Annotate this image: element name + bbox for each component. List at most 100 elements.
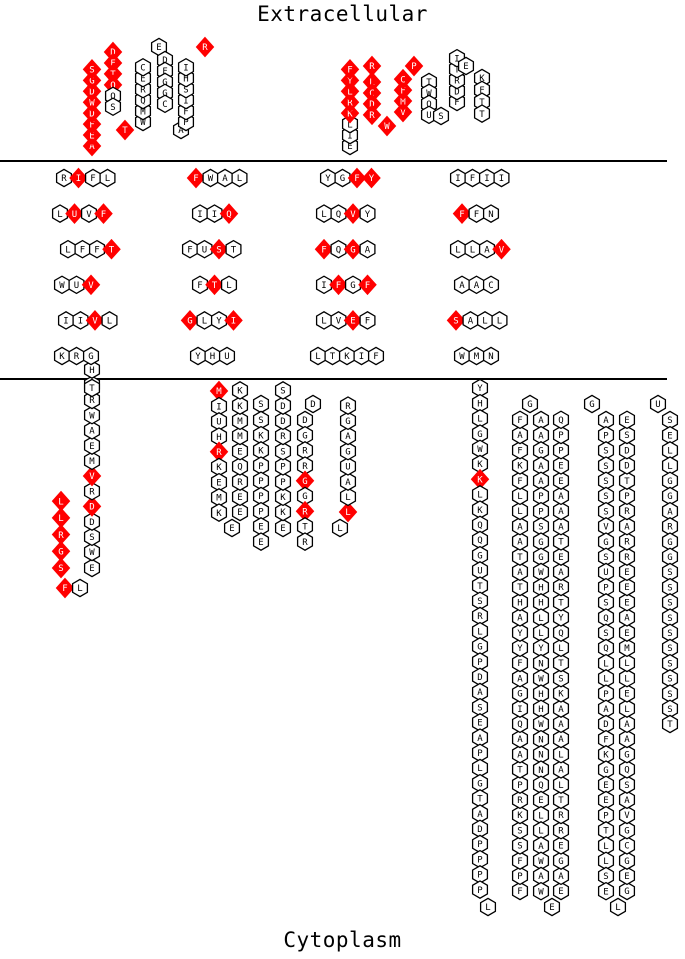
residue-c_terminus-39: S bbox=[511, 820, 529, 840]
residue-icl2-0-letter: M bbox=[216, 387, 222, 397]
residue-ecl2-25-letter: D bbox=[454, 87, 459, 97]
residue-c_terminus-64-letter: F bbox=[517, 446, 522, 456]
residue-c_terminus-29-letter: D bbox=[477, 825, 482, 835]
residue-icl2-7-letter: M bbox=[216, 494, 222, 504]
residue-c_terminus-207-letter: R bbox=[667, 523, 673, 533]
residue-tm3-15-letter: F bbox=[365, 281, 370, 291]
residue-tm2-9-letter: S bbox=[216, 245, 221, 255]
residue-ecl1-5-letter: D bbox=[89, 87, 94, 97]
residue-c_terminus-110: L bbox=[552, 744, 570, 764]
residue-c_terminus-95-letter: L bbox=[538, 827, 543, 837]
residue-ecl1-4-letter: W bbox=[89, 98, 95, 108]
residue-n_terminus-20-letter: H bbox=[89, 366, 94, 376]
residue-c_terminus-187: E bbox=[618, 577, 636, 597]
residue-c_terminus-61-letter: L bbox=[517, 492, 522, 502]
residue-tm2-13-letter: L bbox=[226, 281, 231, 291]
residue-ecl1-19-letter: E bbox=[140, 74, 145, 84]
residue-ecl2-4-letter: R bbox=[347, 98, 353, 108]
residue-ecl1-6-letter: G bbox=[89, 77, 94, 87]
residue-c_terminus-97-letter: W bbox=[538, 857, 544, 867]
residue-c_terminus-37: F bbox=[511, 851, 529, 870]
residue-c_terminus-118-letter: Q bbox=[558, 629, 563, 639]
residue-tm3-3: Y bbox=[362, 167, 381, 189]
residue-ecl2-0-letter: E bbox=[347, 142, 352, 152]
residue-tm3-7-letter: Y bbox=[365, 210, 371, 220]
residue-c_terminus-121: R bbox=[552, 577, 570, 597]
residue-c_terminus-103: G bbox=[552, 851, 570, 870]
residue-icl2-47-letter: T bbox=[302, 523, 308, 533]
residue-tm2-0-letter: F bbox=[193, 174, 198, 184]
residue-tm2-6-letter: Q bbox=[226, 210, 231, 220]
residue-c_terminus-180: E bbox=[618, 684, 636, 703]
residue-c_terminus-54: H bbox=[511, 592, 529, 612]
residue-n_terminus-1-letter: L bbox=[77, 584, 82, 594]
residue-icl2-1-letter: I bbox=[216, 402, 221, 412]
residue-c_terminus-90-letter: N bbox=[538, 751, 543, 761]
residue-c_terminus-89-letter: N bbox=[538, 735, 543, 745]
residue-tm4-1-letter: F bbox=[470, 174, 475, 184]
residue-tm1-0: K bbox=[53, 346, 71, 366]
residue-c_terminus-182: L bbox=[618, 653, 636, 673]
residue-c_terminus-213-letter: S bbox=[667, 614, 672, 624]
residue-c_terminus-218-letter: S bbox=[667, 690, 672, 700]
residue-ecl2-7-letter: F bbox=[347, 66, 352, 76]
residue-c_terminus-56-letter: A bbox=[517, 568, 523, 578]
residue-n_terminus-14-letter: M bbox=[89, 457, 95, 467]
residue-tm3-5: Q bbox=[330, 204, 347, 223]
residue-ecl1-20: C bbox=[134, 57, 152, 77]
residue-c_terminus-27-letter: T bbox=[477, 795, 483, 805]
residue-c_terminus-117: L bbox=[552, 638, 570, 658]
residue-c_terminus-137-letter: S bbox=[603, 462, 608, 472]
residue-c_terminus-71-letter: A bbox=[538, 462, 544, 472]
residue-c_terminus-204-letter: G bbox=[667, 477, 672, 487]
residue-c_terminus-152-letter: P bbox=[603, 690, 609, 700]
residue-icl2-34: S bbox=[274, 441, 292, 461]
residue-ecl2-15-letter: M bbox=[400, 97, 406, 107]
residue-c_terminus-183-letter: M bbox=[624, 644, 630, 654]
residue-tm3-19-letter: F bbox=[365, 317, 370, 327]
residue-n_terminus-13-letter: V bbox=[89, 472, 95, 482]
residue-ecl1-24-letter: G bbox=[162, 78, 167, 88]
residue-c_terminus-199: U bbox=[649, 394, 667, 414]
residue-tm3-21: T bbox=[324, 346, 341, 366]
residue-tm3-18-letter: E bbox=[350, 317, 355, 327]
residue-c_terminus-34: L bbox=[479, 897, 497, 917]
residue-n_terminus-8-letter: W bbox=[89, 548, 95, 558]
residue-icl2-29-letter: E bbox=[280, 524, 285, 534]
residue-c_terminus-216-letter: S bbox=[667, 659, 672, 669]
residue-c_terminus-143-letter: S bbox=[603, 553, 608, 563]
residue-c_terminus-174-letter: S bbox=[624, 781, 629, 791]
residue-icl2-33-letter: P bbox=[280, 463, 286, 473]
residue-icl2-35: R bbox=[274, 426, 292, 446]
residue-ecl2-26-letter: R bbox=[454, 76, 460, 86]
residue-c_terminus-123-letter: E bbox=[558, 553, 563, 563]
residue-icl2-51: L bbox=[339, 487, 357, 507]
residue-icl2-8: K bbox=[210, 503, 228, 522]
residue-c_terminus-162-letter: L bbox=[603, 842, 608, 852]
residue-ecl2-30-letter: K bbox=[479, 74, 485, 84]
residue-c_terminus-153-letter: A bbox=[603, 705, 609, 715]
residue-tm4-15: A bbox=[462, 311, 479, 330]
residue-tm2-11-letter: F bbox=[197, 281, 202, 291]
residue-c_terminus-129-letter: E bbox=[558, 462, 563, 472]
residue-ecl2-14-letter: V bbox=[400, 108, 406, 118]
residue-ecl2-16-letter: F bbox=[400, 86, 405, 96]
residue-icl2-30-letter: K bbox=[280, 508, 286, 518]
residue-ecl1-34-letter: R bbox=[202, 43, 208, 53]
residue-ecl1-3: D bbox=[82, 102, 102, 124]
residue-n_terminus-11-letter: D bbox=[89, 503, 94, 513]
residue-c_terminus-50: F bbox=[511, 653, 529, 673]
residue-tm1-8-letter: U bbox=[74, 281, 79, 291]
residue-ecl1-16-letter: M bbox=[140, 107, 146, 117]
residue-ecl1-11-letter: Q bbox=[110, 81, 115, 91]
residue-tm2-18: Y bbox=[189, 346, 207, 366]
residue-c_terminus-181-letter: L bbox=[624, 674, 629, 684]
residue-c_terminus-16-letter: L bbox=[477, 627, 482, 637]
residue-c_terminus-41: R bbox=[511, 790, 529, 810]
residue-c_terminus-46-letter: Q bbox=[517, 720, 522, 730]
residue-ecl2-3-letter: K bbox=[347, 109, 353, 119]
residue-c_terminus-31-letter: P bbox=[477, 855, 483, 865]
residue-c_terminus-155-letter: F bbox=[603, 735, 608, 745]
residue-tm2-7: F bbox=[181, 239, 199, 259]
residue-ecl1-13-letter: S bbox=[110, 103, 115, 113]
